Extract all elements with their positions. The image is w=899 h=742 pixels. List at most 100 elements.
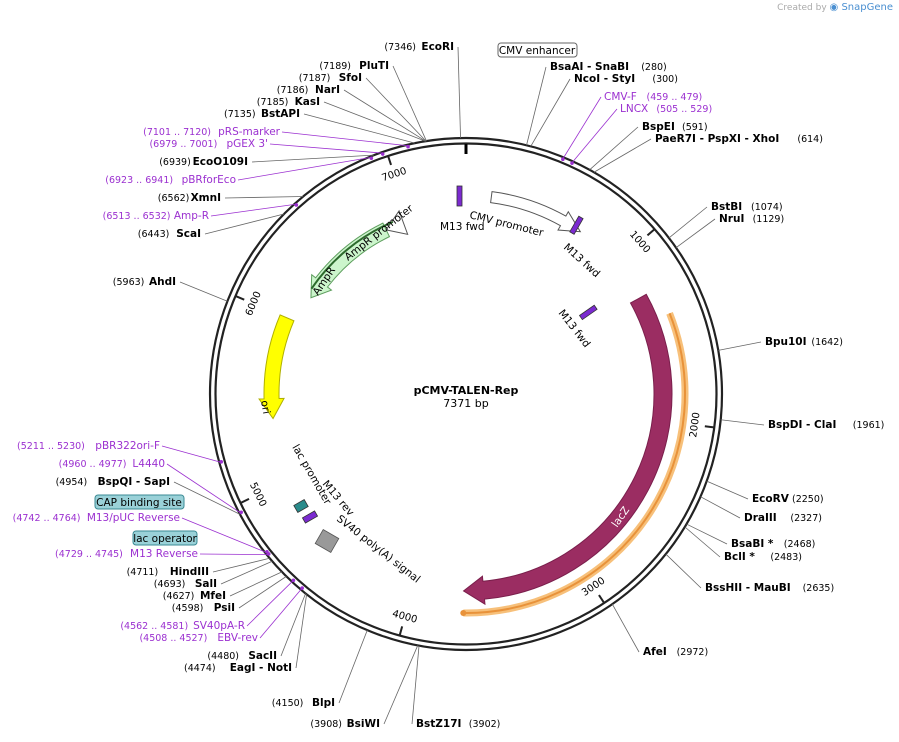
primer-site: pRS-marker(7101 .. 7120): [143, 126, 281, 138]
tick-label-6000: 6000: [244, 290, 264, 318]
enzyme-coord: (1074): [751, 202, 783, 213]
leader-lines: [161, 46, 765, 725]
primer-site-mark: [406, 144, 410, 149]
primer-leader: [161, 445, 221, 463]
enzyme-leader: [589, 126, 639, 171]
cmv-promoter-arc: [490, 191, 582, 233]
enzyme-site: NcoI - StyI(300): [574, 73, 678, 85]
enzyme-leader: [668, 206, 708, 239]
enzyme-coord: (1961): [853, 420, 885, 431]
enzyme-site: SacII (4480): [207, 650, 277, 662]
primer-name: EBV-rev: [217, 632, 258, 644]
tick-4000: [398, 626, 404, 636]
enzyme-site: EagI - NotI (4474): [184, 662, 292, 674]
enzyme-name: BsiWI: [347, 718, 380, 730]
enzyme-site: BssHII - MauBI(2635): [705, 582, 834, 594]
primer-coord: (5211 .. 5230): [17, 441, 85, 452]
primer-leader: [246, 580, 293, 627]
enzyme-site: SfoI (7187): [299, 72, 362, 84]
enzyme-coord: (300): [652, 74, 678, 85]
enzyme-leader: [251, 154, 374, 163]
enzyme-leader: [204, 213, 285, 235]
enzyme-leader: [526, 66, 547, 146]
enzyme-name: XmnI: [191, 192, 221, 204]
enzyme-name: Bpu10I: [765, 336, 807, 348]
tick-label-5000: 5000: [247, 481, 268, 509]
enzyme-name: BstZ17I: [416, 718, 461, 730]
enzyme-leader: [303, 113, 415, 144]
tick-1000: [646, 228, 655, 237]
enzyme-coord: (6562): [158, 193, 190, 204]
enzyme-coord: (4474): [184, 663, 216, 674]
enzyme-name: EagI - NotI: [230, 662, 292, 674]
enzyme-name: BstAPI: [261, 108, 300, 120]
primer-site: pBR322ori-F(5211 .. 5230): [17, 440, 160, 452]
enzyme-coord: (4150): [272, 698, 304, 709]
primer-coord: (505 .. 529): [656, 104, 712, 115]
enzyme-coord: (7189): [319, 61, 351, 72]
m13-fwd-label-1: M13 fwd: [440, 221, 485, 233]
enzyme-site: SalI(4693): [154, 578, 217, 590]
enzyme-leader: [684, 526, 721, 558]
primer-site: L4440 (4960 .. 4977): [59, 458, 165, 470]
enzyme-leader: [411, 645, 420, 725]
enzyme-coord: (7187): [299, 73, 331, 84]
enzyme-name: BstBI: [711, 201, 742, 213]
enzyme-leader: [530, 78, 571, 147]
m13-rev-mark: [301, 510, 319, 524]
sv40-label: SV40 poly(A) signal: [334, 513, 422, 586]
enzyme-coord: (1642): [811, 337, 843, 348]
primer-coord: (6979 .. 7001): [149, 139, 217, 150]
snapgene-credit: Created by ◉ SnapGene: [777, 2, 893, 13]
enzyme-coord: (2327): [790, 513, 822, 524]
tick-5000: [240, 497, 250, 504]
enzyme-leader: [383, 645, 419, 725]
primer-site-mark: [219, 460, 224, 464]
enzyme-labels: EcoRI(7346)PluTI(7189)SfoI(7187)NarI(718…: [56, 41, 885, 730]
enzyme-site: PaeR7I - PspXI - XhoI(614): [655, 133, 823, 145]
enzyme-name: SacII: [248, 650, 277, 662]
primer-site-mark: [266, 552, 271, 556]
lac-operator-box: lac operator: [132, 530, 198, 546]
cap-binding-site-box: CAP binding site: [94, 494, 185, 510]
primer-site: SV40pA-R(4562 .. 4581): [120, 620, 245, 632]
primer-site: LNCX(505 .. 529): [620, 103, 712, 115]
enzyme-name: DraIII: [744, 512, 777, 524]
enzyme-leader: [700, 496, 741, 519]
lacz-arc: [462, 293, 673, 606]
enzyme-site: BspEI(591): [642, 121, 708, 133]
lac-operator-label: lac operator: [133, 533, 197, 545]
cmv-enhancer-box: CMV enhancer: [497, 42, 578, 58]
primer-name: pRS-marker: [218, 126, 281, 138]
enzyme-coord: (4480): [207, 651, 239, 662]
enzyme-site: BsaBI *(2468): [731, 538, 815, 550]
enzyme-name: MfeI: [200, 590, 226, 602]
enzyme-name: BspEI: [642, 121, 675, 133]
enzyme-name: SfoI: [339, 72, 362, 84]
enzyme-site: MfeI(4627): [163, 590, 226, 602]
enzyme-leader: [238, 576, 287, 609]
enzyme-coord: (4598): [172, 603, 204, 614]
enzyme-leader: [338, 630, 368, 704]
enzyme-leader: [229, 571, 283, 597]
enzyme-name: BspQI - SapI: [98, 476, 170, 488]
enzyme-site: BsaAI - SnaBI(280): [550, 61, 667, 73]
ampr-orf-line: [310, 220, 394, 290]
primer-name: SV40pA-R: [193, 620, 245, 632]
enzyme-leader: [706, 480, 749, 500]
m13-fwd-mark-1: [456, 185, 463, 207]
enzyme-site: PsiI(4598): [172, 602, 235, 614]
enzyme-site: BclI *(2483): [724, 551, 802, 563]
primer-coord: (6923 .. 6941): [105, 175, 173, 186]
cap-site-mark: [293, 498, 309, 514]
primer-leader: [237, 156, 372, 181]
enzyme-coord: (4711): [127, 567, 159, 578]
enzyme-leader: [173, 481, 241, 515]
primer-name: L4440: [132, 458, 165, 470]
enzyme-name: EcoRI: [421, 41, 454, 53]
ori-arc: [258, 314, 295, 420]
primer-leader: [166, 463, 241, 514]
primer-site-mark: [300, 586, 304, 590]
primer-coord: (4960 .. 4977): [59, 459, 127, 470]
tick-6000: [235, 295, 245, 301]
